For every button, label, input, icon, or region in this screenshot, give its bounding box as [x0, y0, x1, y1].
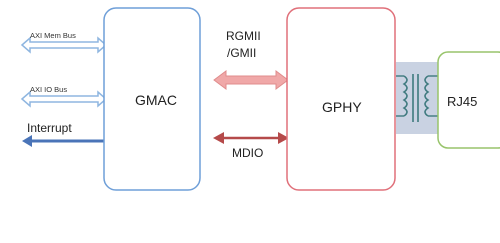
- axi-io-bus-arrow: [20, 90, 108, 108]
- axi-io-bus-label: AXI IO Bus: [30, 85, 68, 94]
- rj45-label: RJ45: [447, 94, 478, 109]
- mdio-label: MDIO: [232, 146, 264, 160]
- interrupt-arrow: [22, 135, 104, 147]
- rj45-block: [437, 51, 500, 149]
- transformer-magnetics: [396, 62, 438, 134]
- gmac-label: GMAC: [135, 92, 177, 108]
- gphy-label: GPHY: [322, 99, 362, 115]
- gmii-label: /GMII: [227, 46, 257, 60]
- mdio-arrow: [213, 132, 289, 144]
- rgmii-label: RGMII: [226, 29, 261, 43]
- interrupt-label: Interrupt: [27, 121, 72, 135]
- gmac-block: [103, 7, 201, 191]
- rgmii-gmii-arrow: [213, 70, 289, 90]
- gphy-block: [286, 7, 396, 191]
- axi-mem-bus-arrow: [20, 36, 108, 54]
- axi-mem-bus-label: AXI Mem Bus: [30, 31, 76, 40]
